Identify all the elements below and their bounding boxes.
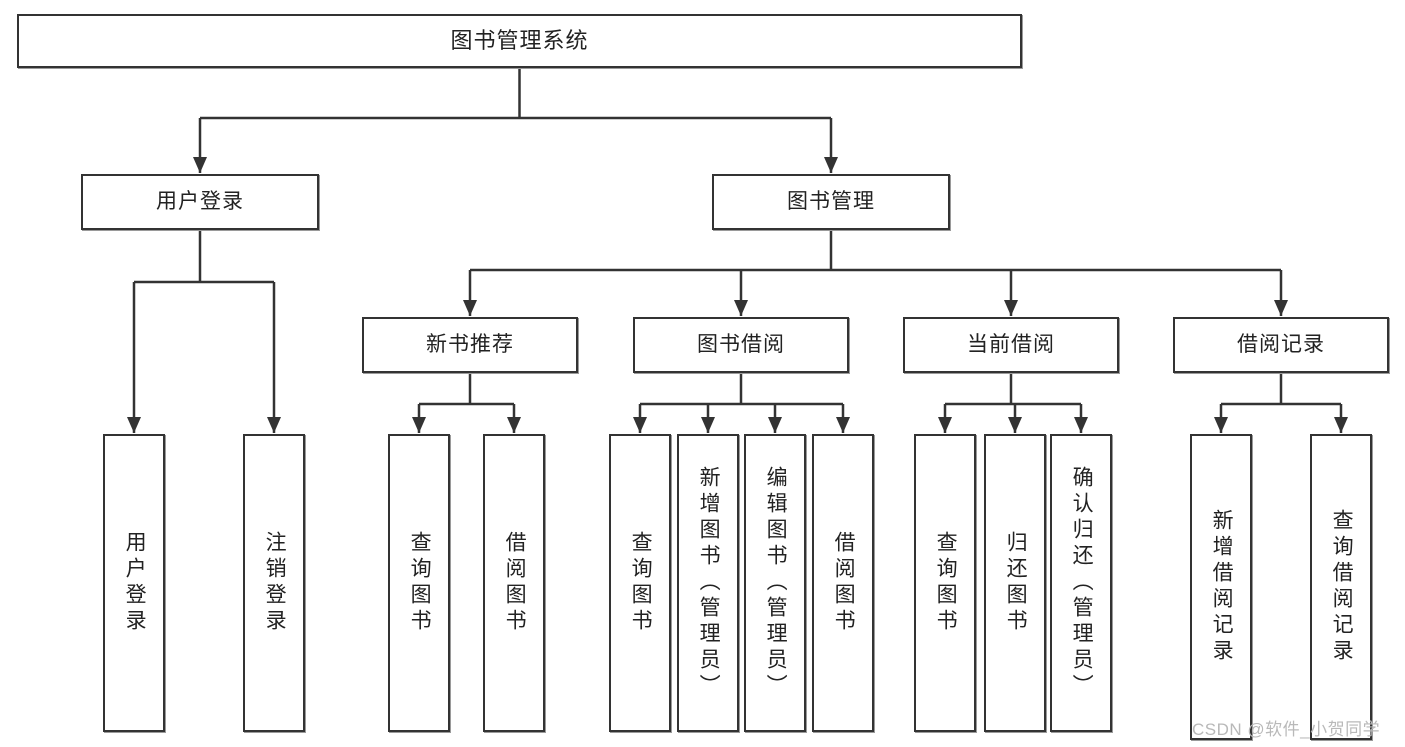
node-label: 新增图书（管理员） <box>697 466 721 700</box>
arrow-head-icon <box>1214 417 1228 433</box>
node-label: 查询图书 <box>629 531 653 635</box>
arrow-head-icon <box>1008 417 1022 433</box>
arrow-head-icon <box>1004 300 1018 316</box>
node-leaf-return-book[interactable]: 归还图书 <box>984 434 1046 732</box>
node-borrow-record[interactable]: 借阅记录 <box>1173 317 1389 373</box>
node-label: 查询图书 <box>934 531 958 635</box>
node-label: 归还图书 <box>1004 531 1028 635</box>
node-leaf-query-book-3[interactable]: 查询图书 <box>914 434 976 732</box>
arrow-head-icon <box>1334 417 1348 433</box>
node-label: 注销登录 <box>263 531 287 635</box>
node-label: 新书推荐 <box>426 332 514 356</box>
node-leaf-edit-book[interactable]: 编辑图书（管理员） <box>744 434 806 732</box>
arrow-head-icon <box>193 157 207 173</box>
node-leaf-query-book-1[interactable]: 查询图书 <box>388 434 450 732</box>
node-label: 图书管理系统 <box>450 28 589 54</box>
watermark: CSDN @软件_小贺同学 <box>1192 720 1381 739</box>
node-label: 确认归还（管理员） <box>1070 466 1094 700</box>
node-label: 借阅图书 <box>503 531 527 635</box>
node-label: 查询借阅记录 <box>1330 509 1354 665</box>
node-leaf-borrow-book-1[interactable]: 借阅图书 <box>483 434 545 732</box>
arrow-head-icon <box>507 417 521 433</box>
arrow-head-icon <box>938 417 952 433</box>
node-current-borrow[interactable]: 当前借阅 <box>903 317 1119 373</box>
node-new-book-rec[interactable]: 新书推荐 <box>362 317 578 373</box>
arrow-head-icon <box>836 417 850 433</box>
node-label: 编辑图书（管理员） <box>764 466 788 700</box>
arrow-head-icon <box>463 300 477 316</box>
arrow-head-icon <box>1274 300 1288 316</box>
node-leaf-add-book[interactable]: 新增图书（管理员） <box>677 434 739 732</box>
node-label: 图书借阅 <box>697 332 785 356</box>
node-label: 借阅记录 <box>1237 332 1325 356</box>
arrow-head-icon <box>734 300 748 316</box>
node-label: 查询图书 <box>408 531 432 635</box>
node-leaf-user-login[interactable]: 用户登录 <box>103 434 165 732</box>
arrow-head-icon <box>633 417 647 433</box>
node-book-manage[interactable]: 图书管理 <box>712 174 950 230</box>
node-leaf-query-record[interactable]: 查询借阅记录 <box>1310 434 1372 740</box>
node-leaf-query-book-2[interactable]: 查询图书 <box>609 434 671 732</box>
node-root[interactable]: 图书管理系统 <box>17 14 1022 68</box>
arrow-head-icon <box>412 417 426 433</box>
node-book-borrow[interactable]: 图书借阅 <box>633 317 849 373</box>
arrow-head-icon <box>267 417 281 433</box>
node-label: 新增借阅记录 <box>1210 509 1234 665</box>
arrow-head-icon <box>824 157 838 173</box>
node-label: 当前借阅 <box>967 332 1055 356</box>
node-leaf-confirm-ret[interactable]: 确认归还（管理员） <box>1050 434 1112 732</box>
node-leaf-add-record[interactable]: 新增借阅记录 <box>1190 434 1252 740</box>
node-label: 图书管理 <box>787 189 875 213</box>
arrow-head-icon <box>1074 417 1088 433</box>
node-label: 用户登录 <box>156 189 244 213</box>
arrow-head-icon <box>701 417 715 433</box>
arrow-head-icon <box>127 417 141 433</box>
arrow-head-icon <box>768 417 782 433</box>
node-label: 借阅图书 <box>832 531 856 635</box>
node-label: 用户登录 <box>123 531 147 635</box>
node-leaf-borrow-book-2[interactable]: 借阅图书 <box>812 434 874 732</box>
node-user-login[interactable]: 用户登录 <box>81 174 319 230</box>
node-leaf-user-logout[interactable]: 注销登录 <box>243 434 305 732</box>
